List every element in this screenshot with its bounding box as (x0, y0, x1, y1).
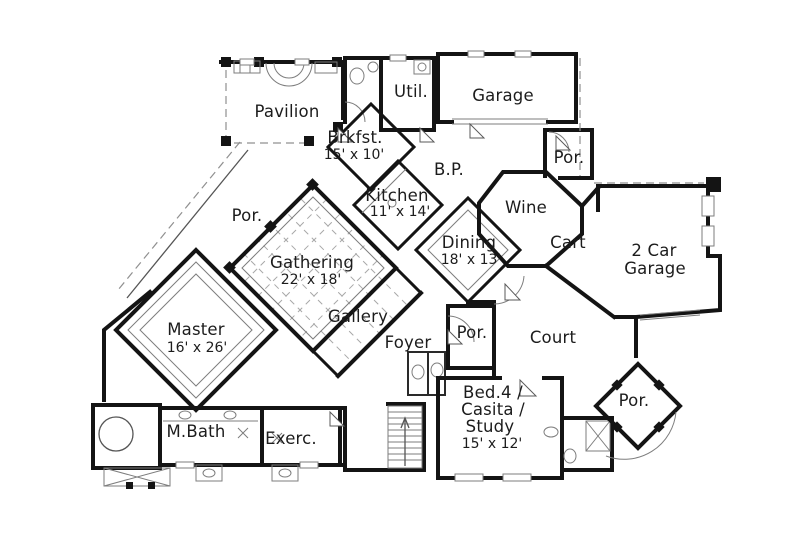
room-label-util: Util. (394, 82, 428, 101)
room-label-garage: Garage (472, 86, 534, 105)
garage-walls (436, 52, 578, 125)
room-label-gathering: Gathering (270, 253, 354, 272)
room-dims-master: 16' x 26' (167, 340, 228, 356)
room-label-mbath: M.Bath (166, 422, 225, 441)
porch-bottom-right-walls (593, 361, 683, 460)
driveway-roof-dashes (579, 58, 721, 192)
room-label-por-top: Por. (554, 148, 585, 167)
outdoor-kitchen-fixtures (233, 60, 338, 87)
room-label-pavilion: Pavilion (255, 102, 320, 121)
room-label-por-bottom: Por. (619, 391, 650, 410)
room-label-master: Master (167, 320, 225, 339)
mbath-exerc-walls (158, 406, 347, 482)
door-swings (329, 122, 486, 427)
room-label-cart: Cart (550, 233, 586, 252)
porch-left-lines (117, 141, 319, 299)
tray-ceiling-lines (127, 196, 509, 399)
window-ticks (175, 50, 532, 469)
room-label-bed4-line3: Study (466, 417, 515, 436)
two-car-garage-walls (596, 184, 722, 321)
room-label-court: Court (530, 328, 577, 347)
room-label-exerc: Exerc. (265, 429, 317, 448)
bed4-walls (436, 376, 564, 482)
stairs (343, 402, 426, 472)
room-label-foyer: Foyer (385, 333, 432, 352)
court-bath-walls (543, 416, 614, 472)
utility-bath-walls (343, 56, 436, 132)
room-label-gallery: Gallery (328, 307, 388, 326)
room-label-bp: B.P. (434, 160, 464, 179)
room-label-2car-line1: 2 Car (631, 241, 676, 260)
room-dims-bed4: 15' x 12' (462, 436, 523, 452)
room-label-brkfst: Brkfst. (327, 128, 382, 147)
room-dims-dining: 18' x 13' (441, 252, 502, 268)
porch-top-right-walls (543, 128, 594, 180)
room-label-por-left: Por. (232, 206, 263, 225)
cart-passage-walls (543, 185, 617, 320)
room-label-kitchen: Kitchen (365, 186, 428, 205)
room-dims-brkfst: 15' x 10' (324, 147, 385, 163)
entry-porch-walls (446, 304, 494, 370)
room-label-wine: Wine (505, 198, 547, 217)
powder-rooms (407, 351, 446, 396)
room-label-2car-line2: Garage (624, 259, 686, 278)
room-label-bed4-line2: Casita / (461, 400, 525, 419)
court-walls (466, 275, 638, 376)
room-dims-gathering: 22' x 18' (281, 272, 342, 288)
room-label-por-center: Por. (457, 323, 488, 342)
room-label-bed4-line1: Bed.4 / (463, 383, 523, 402)
room-dims-kitchen: 11' x 14' (370, 204, 431, 220)
room-labels: Pavilion Util. Garage Por. Brkfst. 15' x… (166, 82, 685, 452)
room-label-dining: Dining (442, 233, 496, 252)
